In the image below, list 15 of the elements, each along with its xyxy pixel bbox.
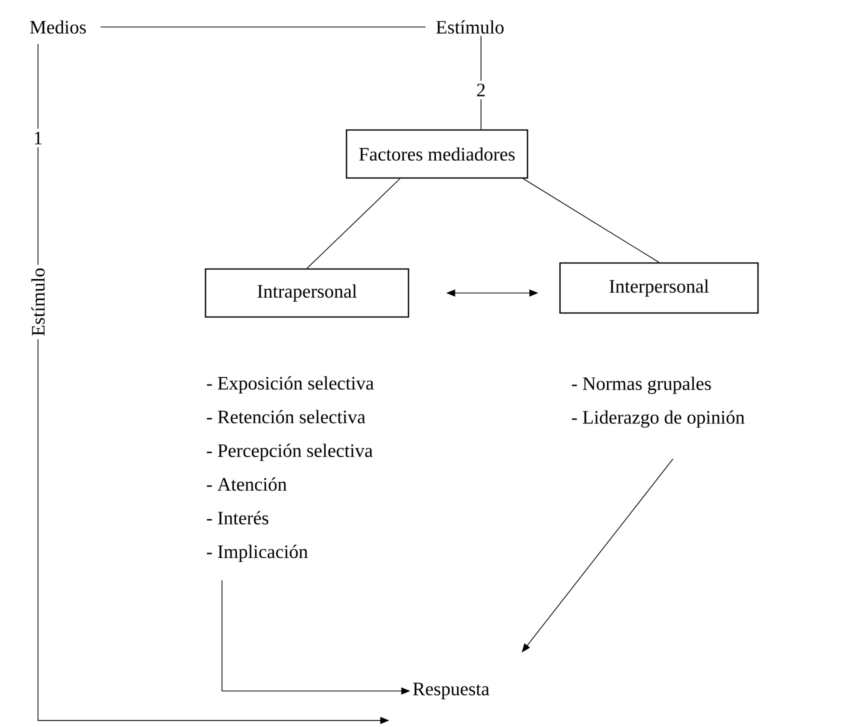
process-box: Factores mediadores [346,129,528,179]
connector-line [100,26,426,28]
text-label: Estímulo [436,20,504,34]
text-label: Medios [30,20,86,34]
bullet-list: - Normas grupales - Liderazgo de opinión [572,376,744,428]
side-label: Estímulo [28,264,48,340]
bullet-list: - Exposición selectiva - Retención selectiva - Percepción selectiva - Atención - Interés - Implicación [206,376,374,562]
connector-line [306,178,400,269]
text-label: Respuesta [413,682,490,700]
edge-label: 1 [30,128,46,148]
process-box: Interpersonal [559,262,759,314]
process-box: Intrapersonal [204,268,410,318]
connector-line [480,36,482,130]
edge-label: 2 [473,80,489,100]
connector-line [522,178,660,263]
